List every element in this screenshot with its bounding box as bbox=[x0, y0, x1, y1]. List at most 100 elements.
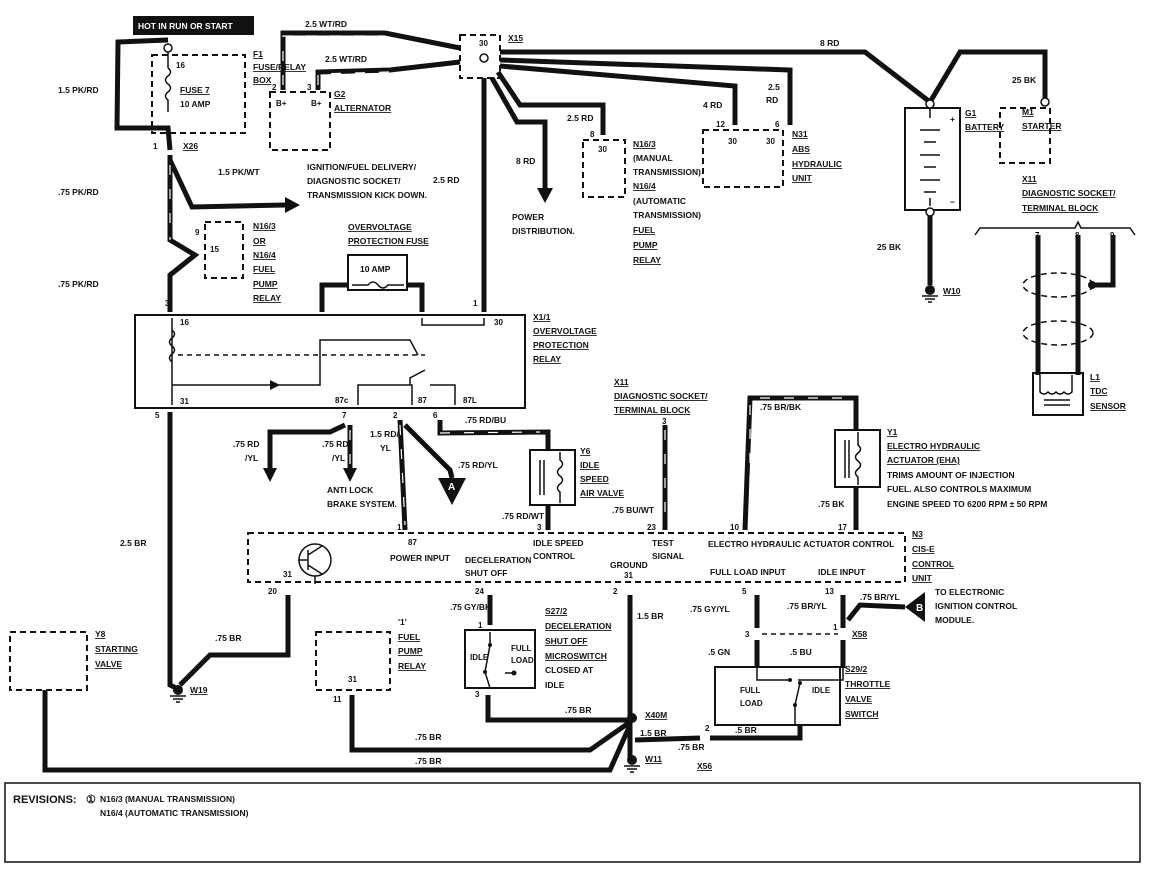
ov-fuse-name1: OVERVOLTAGE bbox=[348, 222, 412, 232]
wire-75br-y8 bbox=[42, 690, 633, 773]
wire-tdc bbox=[1035, 235, 1116, 375]
diagram-label: N16/3 bbox=[633, 139, 656, 149]
fuse-7-amp: 10 AMP bbox=[180, 99, 211, 109]
diagram-label: 13 bbox=[825, 587, 834, 596]
s27-full1: FULL bbox=[511, 644, 532, 653]
diagram-label: 1.5 PK/RD bbox=[58, 85, 99, 95]
diagram-label: FUEL. ALSO CONTROLS MAXIMUM bbox=[887, 484, 1031, 494]
s27-pin1: 1 bbox=[478, 621, 483, 630]
diagram-label: SIGNAL bbox=[652, 551, 684, 561]
diagram-label: 6 bbox=[433, 411, 438, 420]
diagram-label: .75 BR/BK bbox=[760, 402, 802, 412]
g1-id: G1 bbox=[965, 108, 977, 118]
marker-b-triangle bbox=[905, 592, 925, 622]
s29-switch-icon bbox=[756, 668, 844, 725]
n16-top-pin8: 8 bbox=[590, 130, 595, 139]
junction-x40m bbox=[627, 713, 637, 723]
diagram-label: POWER INPUT bbox=[390, 553, 451, 563]
diagram-label: S27/2 bbox=[545, 606, 567, 616]
diagram-label: FUEL bbox=[253, 264, 275, 274]
wire-75br-w19 bbox=[178, 595, 291, 687]
wire-75rdyl-a bbox=[267, 422, 347, 470]
diagram-label: IGNITION CONTROL bbox=[935, 601, 1017, 611]
g2-name: ALTERNATOR bbox=[334, 103, 391, 113]
diagram-label: IDLE SPEED bbox=[533, 538, 584, 548]
ov-fuse-icon bbox=[352, 281, 404, 289]
diagram-label: .75 BU/WT bbox=[612, 505, 655, 515]
revisions-label: REVISIONS: bbox=[13, 794, 77, 806]
x15-box bbox=[459, 34, 501, 79]
fp-name3: RELAY bbox=[398, 661, 426, 671]
diagram-stroke bbox=[1088, 281, 1096, 289]
diagram-label: (AUTOMATIC bbox=[633, 196, 686, 206]
diagram-stroke bbox=[1022, 320, 1094, 346]
s27-idle: IDLE bbox=[470, 653, 489, 662]
diagram-label: .5 BU bbox=[790, 647, 812, 657]
diagram-label: DECELERATION bbox=[465, 555, 531, 565]
n16-top-pin30: 30 bbox=[598, 145, 607, 154]
diagram-label: .5 GN bbox=[708, 647, 730, 657]
g2-id: G2 bbox=[334, 89, 346, 99]
diagram-label: 3 bbox=[537, 523, 542, 532]
diagram-label: 1 bbox=[397, 523, 402, 532]
diagram-label: 2 bbox=[393, 411, 398, 420]
diagram-label: DISTRIBUTION. bbox=[512, 226, 575, 236]
diagram-label: BRAKE SYSTEM. bbox=[327, 499, 397, 509]
battery-plus: + bbox=[950, 114, 955, 124]
s29-name2: VALVE bbox=[845, 694, 872, 704]
x58-pin3: 3 bbox=[745, 630, 750, 639]
diagram-label: 87 bbox=[418, 396, 427, 405]
diagram-label: CONTROL bbox=[533, 551, 575, 561]
s27-pin3: 3 bbox=[475, 690, 480, 699]
l1-name1: TDC bbox=[1090, 386, 1107, 396]
diagram-label: .75 RD bbox=[233, 439, 259, 449]
abs-pin30a: 30 bbox=[728, 137, 737, 146]
diagram-label: N16/3 bbox=[253, 221, 276, 231]
diagram-label: TRANSMISSION KICK DOWN. bbox=[307, 190, 427, 200]
x11-mid-id: X11 bbox=[614, 377, 629, 387]
diagram-label: 2 bbox=[613, 587, 618, 596]
revisions-line2: N16/4 (AUTOMATIC TRANSMISSION) bbox=[100, 808, 249, 818]
diagram-stroke bbox=[925, 285, 935, 295]
diagram-label: OVERVOLTAGE bbox=[533, 326, 597, 336]
diagram-label: 8 RD bbox=[516, 156, 535, 166]
revisions-box bbox=[4, 782, 1141, 863]
f1-name: FUSE/RELAY bbox=[253, 62, 306, 72]
l1-name2: SENSOR bbox=[1090, 401, 1126, 411]
fuse-7-icon bbox=[164, 52, 172, 112]
revisions-mark: ① bbox=[86, 794, 96, 806]
wire-75bryl-b bbox=[846, 602, 906, 622]
diagram-stroke bbox=[922, 295, 938, 303]
diagram-label: ENGINE SPEED TO 6200 RPM ± 50 RPM bbox=[887, 499, 1047, 509]
battery-minus: − bbox=[950, 197, 955, 207]
wire-75pkrd bbox=[167, 155, 200, 312]
y6-name3: AIR VALVE bbox=[580, 488, 624, 498]
diagram-label: 31 bbox=[180, 397, 189, 406]
n16-left-pin9: 9 bbox=[195, 228, 200, 237]
ov-fuse-amp: 10 AMP bbox=[360, 264, 391, 274]
diagram-label: N16/4 bbox=[633, 181, 656, 191]
diagram-label: OR bbox=[253, 236, 266, 246]
diagram-label: FUEL bbox=[633, 225, 655, 235]
eha-actuator-box bbox=[834, 429, 881, 488]
diagram-stroke bbox=[173, 685, 183, 695]
diagram-label: CLOSED AT bbox=[545, 665, 594, 675]
diagram-stroke bbox=[793, 703, 797, 707]
x11-top-id: X11 bbox=[1022, 174, 1037, 184]
alt-b1: B+ bbox=[276, 99, 287, 108]
n16-left-pin15: 15 bbox=[210, 245, 219, 254]
abs-pin12: 12 bbox=[716, 120, 725, 129]
diagram-label: .75 BR bbox=[678, 742, 704, 752]
diagram-label: 5 bbox=[155, 411, 160, 420]
diagram-label: DECELERATION bbox=[545, 621, 611, 631]
s29-name1: THROTTLE bbox=[845, 679, 891, 689]
alternator-box bbox=[269, 91, 331, 151]
y8-name2: VALVE bbox=[95, 659, 122, 669]
relay-internals bbox=[168, 318, 485, 405]
alt-pin2: 2 bbox=[272, 83, 277, 92]
diagram-stroke bbox=[483, 670, 487, 674]
w19-label: W19 bbox=[190, 685, 208, 695]
arrow-ignition bbox=[285, 197, 300, 213]
diagram-label: .75 RD bbox=[322, 439, 348, 449]
